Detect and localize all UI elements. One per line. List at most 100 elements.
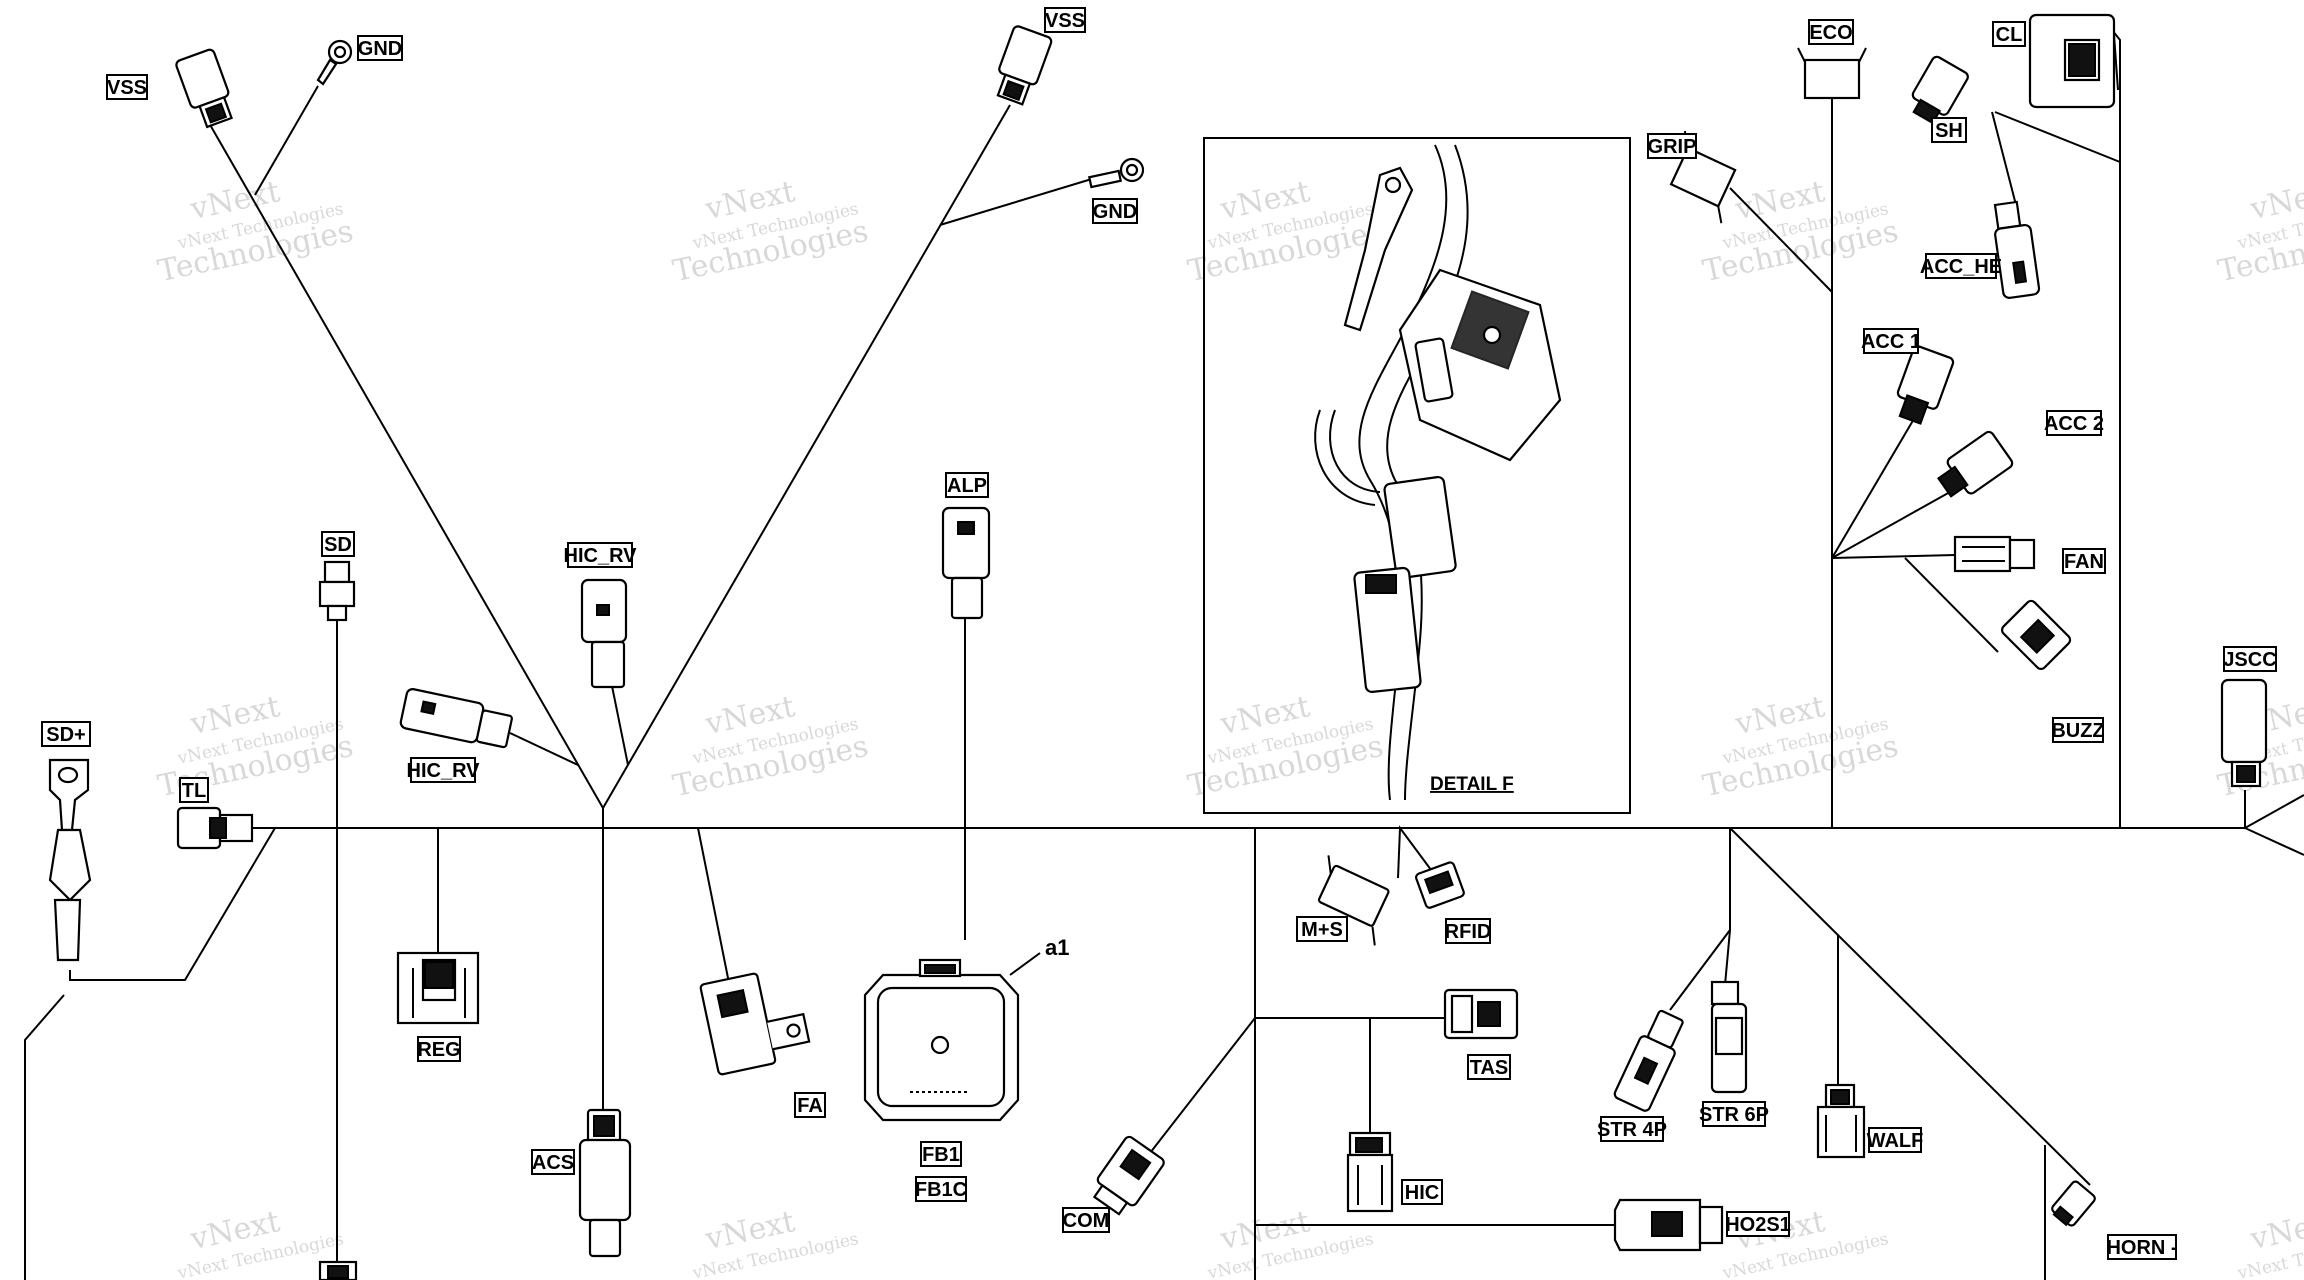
label-acc2: ACC 2: [2044, 410, 2104, 436]
com-tas-wire: [1149, 1017, 1455, 1154]
svg-text:REG: REG: [417, 1039, 460, 1061]
horn-minus-terminal[interactable]: [2049, 1180, 2096, 1229]
gnd-left-wire: [254, 85, 319, 196]
fb1-fuse-box[interactable]: [863, 958, 1020, 1122]
label-vss-top: VSS: [1044, 7, 1086, 33]
svg-text:RFID: RFID: [1445, 921, 1492, 943]
label-walf: WALF: [1867, 1127, 1923, 1153]
svg-text:GND: GND: [358, 38, 402, 60]
hic-rv-upper-wire: [611, 685, 629, 766]
rfid-connector[interactable]: [1415, 861, 1465, 909]
cl-connector[interactable]: [2028, 13, 2119, 109]
label-horn-minus: HORN -: [2106, 1234, 2178, 1260]
walf-connector[interactable]: [1816, 1083, 1866, 1159]
str-4p-connector[interactable]: [1613, 1007, 1689, 1112]
svg-text:FAN: FAN: [2064, 551, 2104, 573]
sd-plus-down-wire: [24, 994, 65, 1280]
a1-leader-line: [1009, 952, 1041, 976]
label-sd-plus: SD+: [41, 721, 91, 747]
label-sh: SH: [1931, 117, 1967, 143]
label-tl: TL: [179, 777, 209, 803]
vss-top-connector[interactable]: [990, 25, 1053, 106]
watermark: vNext vNext Technologies Technologies: [1700, 689, 1901, 804]
label-reg: REG: [417, 1036, 461, 1062]
label-gnd-left: GND: [357, 35, 403, 61]
hic-connector[interactable]: [1346, 1131, 1394, 1213]
svg-text:GND: GND: [1093, 201, 1137, 223]
label-tas: TAS: [1467, 1054, 1511, 1080]
eco-connector[interactable]: [1797, 47, 1867, 100]
label-fb1: FB1: [920, 1141, 962, 1167]
str-6p-connector[interactable]: [1710, 980, 1748, 1094]
label-acc1: ACC 1: [1861, 328, 1921, 354]
hic-rv-lower-connector[interactable]: [399, 688, 514, 750]
label-rfid: RFID: [1445, 918, 1492, 944]
label-gnd-mid: GND: [1092, 198, 1138, 224]
svg-text:FB1: FB1: [922, 1144, 960, 1166]
detail-f-connector-latch: [1365, 574, 1397, 594]
acs-connector[interactable]: [578, 1108, 632, 1258]
hic-rv-upper-connector[interactable]: [580, 578, 628, 689]
reg-connector[interactable]: [396, 951, 480, 1025]
label-m-s: M+S: [1296, 916, 1348, 942]
svg-text:HIC_RV: HIC_RV: [564, 545, 638, 567]
buzz-connector[interactable]: [2000, 599, 2072, 671]
svg-text:ACC 2: ACC 2: [2044, 413, 2104, 435]
watermark: vNext vNext Technologies Technologies: [155, 174, 356, 289]
sd-bottom-connector[interactable]: [318, 1260, 358, 1280]
wire-group: [24, 29, 2304, 1280]
detail-f-frame: [1203, 137, 1631, 814]
label-jscc: JSCC: [2223, 646, 2277, 672]
svg-text:HO2S1: HO2S1: [1725, 1214, 1791, 1236]
str4p-wire: [1669, 929, 1731, 1011]
svg-text:HORN -: HORN -: [2106, 1237, 2177, 1259]
svg-text:ALP: ALP: [947, 475, 987, 497]
watermark: vNext vNext Technologies Technologies: [670, 174, 871, 289]
svg-text:FA: FA: [797, 1095, 823, 1117]
buzz-wire: [1904, 557, 1999, 653]
vss-left-connector[interactable]: [175, 48, 237, 129]
tas-connector[interactable]: [1443, 988, 1519, 1040]
fa-relay[interactable]: [699, 965, 812, 1076]
svg-text:vNext: vNext: [2247, 1204, 2304, 1257]
acc2-connector[interactable]: [1933, 430, 2014, 505]
svg-text:TAS: TAS: [1470, 1057, 1509, 1079]
svg-text:VSS: VSS: [1045, 10, 1085, 32]
gnd-left-ring-terminal[interactable]: [316, 39, 353, 86]
fan-connector[interactable]: [1953, 535, 2036, 573]
label-ho2s1: HO2S1: [1725, 1211, 1791, 1237]
label-hic-rv-upper: HIC_RV: [564, 542, 638, 568]
sd-plus-terminal[interactable]: [48, 758, 92, 962]
label-fb1c: FB1C: [915, 1176, 967, 1202]
detail-f-panel: DETAIL F: [1203, 137, 1631, 814]
alp-connector[interactable]: [941, 506, 991, 620]
svg-text:BUZZ: BUZZ: [2051, 720, 2104, 742]
m-s-connector[interactable]: [1302, 855, 1401, 946]
com-connector[interactable]: [1088, 1135, 1166, 1219]
svg-text:SD: SD: [324, 534, 352, 556]
acc1-connector[interactable]: [1890, 345, 1955, 427]
detail-f-lug-hole: [1384, 176, 1402, 194]
svg-text:vNext: vNext: [2247, 174, 2304, 227]
ho2s1-connector[interactable]: [1613, 1198, 1724, 1252]
str6p-wire: [1724, 929, 1731, 986]
gnd-mid-ring-terminal[interactable]: [1087, 157, 1145, 189]
connector-group[interactable]: [48, 13, 2268, 1280]
svg-text:GRIP: GRIP: [1648, 136, 1697, 158]
tl-connector[interactable]: [176, 806, 254, 850]
sd-connector[interactable]: [318, 560, 356, 622]
label-vss-left: VSS: [106, 74, 148, 100]
right-trunk-end-wire: [2244, 794, 2304, 856]
label-hic: HIC: [1401, 1179, 1443, 1205]
gnd-mid-wire: [939, 177, 1096, 226]
label-fan: FAN: [2062, 548, 2106, 574]
watermark: vNext vNext Technologies Technologies: [670, 689, 871, 804]
detail-f-title: DETAIL F: [1430, 774, 1514, 795]
svg-text:SH: SH: [1935, 120, 1963, 142]
jscc-connector[interactable]: [2220, 678, 2268, 788]
grip-wire: [1729, 187, 1833, 293]
sh-connector[interactable]: [1905, 55, 1970, 127]
watermark: vNext vNext Technologies Technologies: [2215, 174, 2304, 289]
detail-f-branch: [1314, 409, 1381, 506]
acc-he-connector[interactable]: [1991, 200, 2041, 299]
